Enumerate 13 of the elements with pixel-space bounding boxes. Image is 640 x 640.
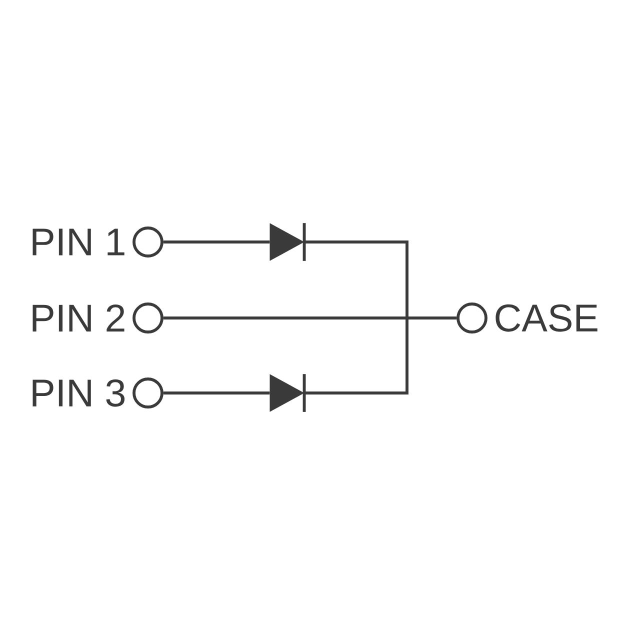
terminal-label: PIN 3 xyxy=(32,379,125,407)
terminal-circle xyxy=(132,226,164,258)
terminal-circle xyxy=(132,378,164,408)
diode-symbol xyxy=(270,223,306,261)
wire xyxy=(163,240,270,244)
wire xyxy=(163,392,270,394)
terminal-label: PIN 1 xyxy=(32,228,124,256)
terminal-circle xyxy=(456,302,488,334)
terminal-label: CASE xyxy=(496,304,598,332)
diode-symbol xyxy=(270,374,306,412)
wire xyxy=(304,316,457,394)
terminal-circle xyxy=(132,302,164,334)
terminal-label: PIN 2 xyxy=(32,304,124,332)
